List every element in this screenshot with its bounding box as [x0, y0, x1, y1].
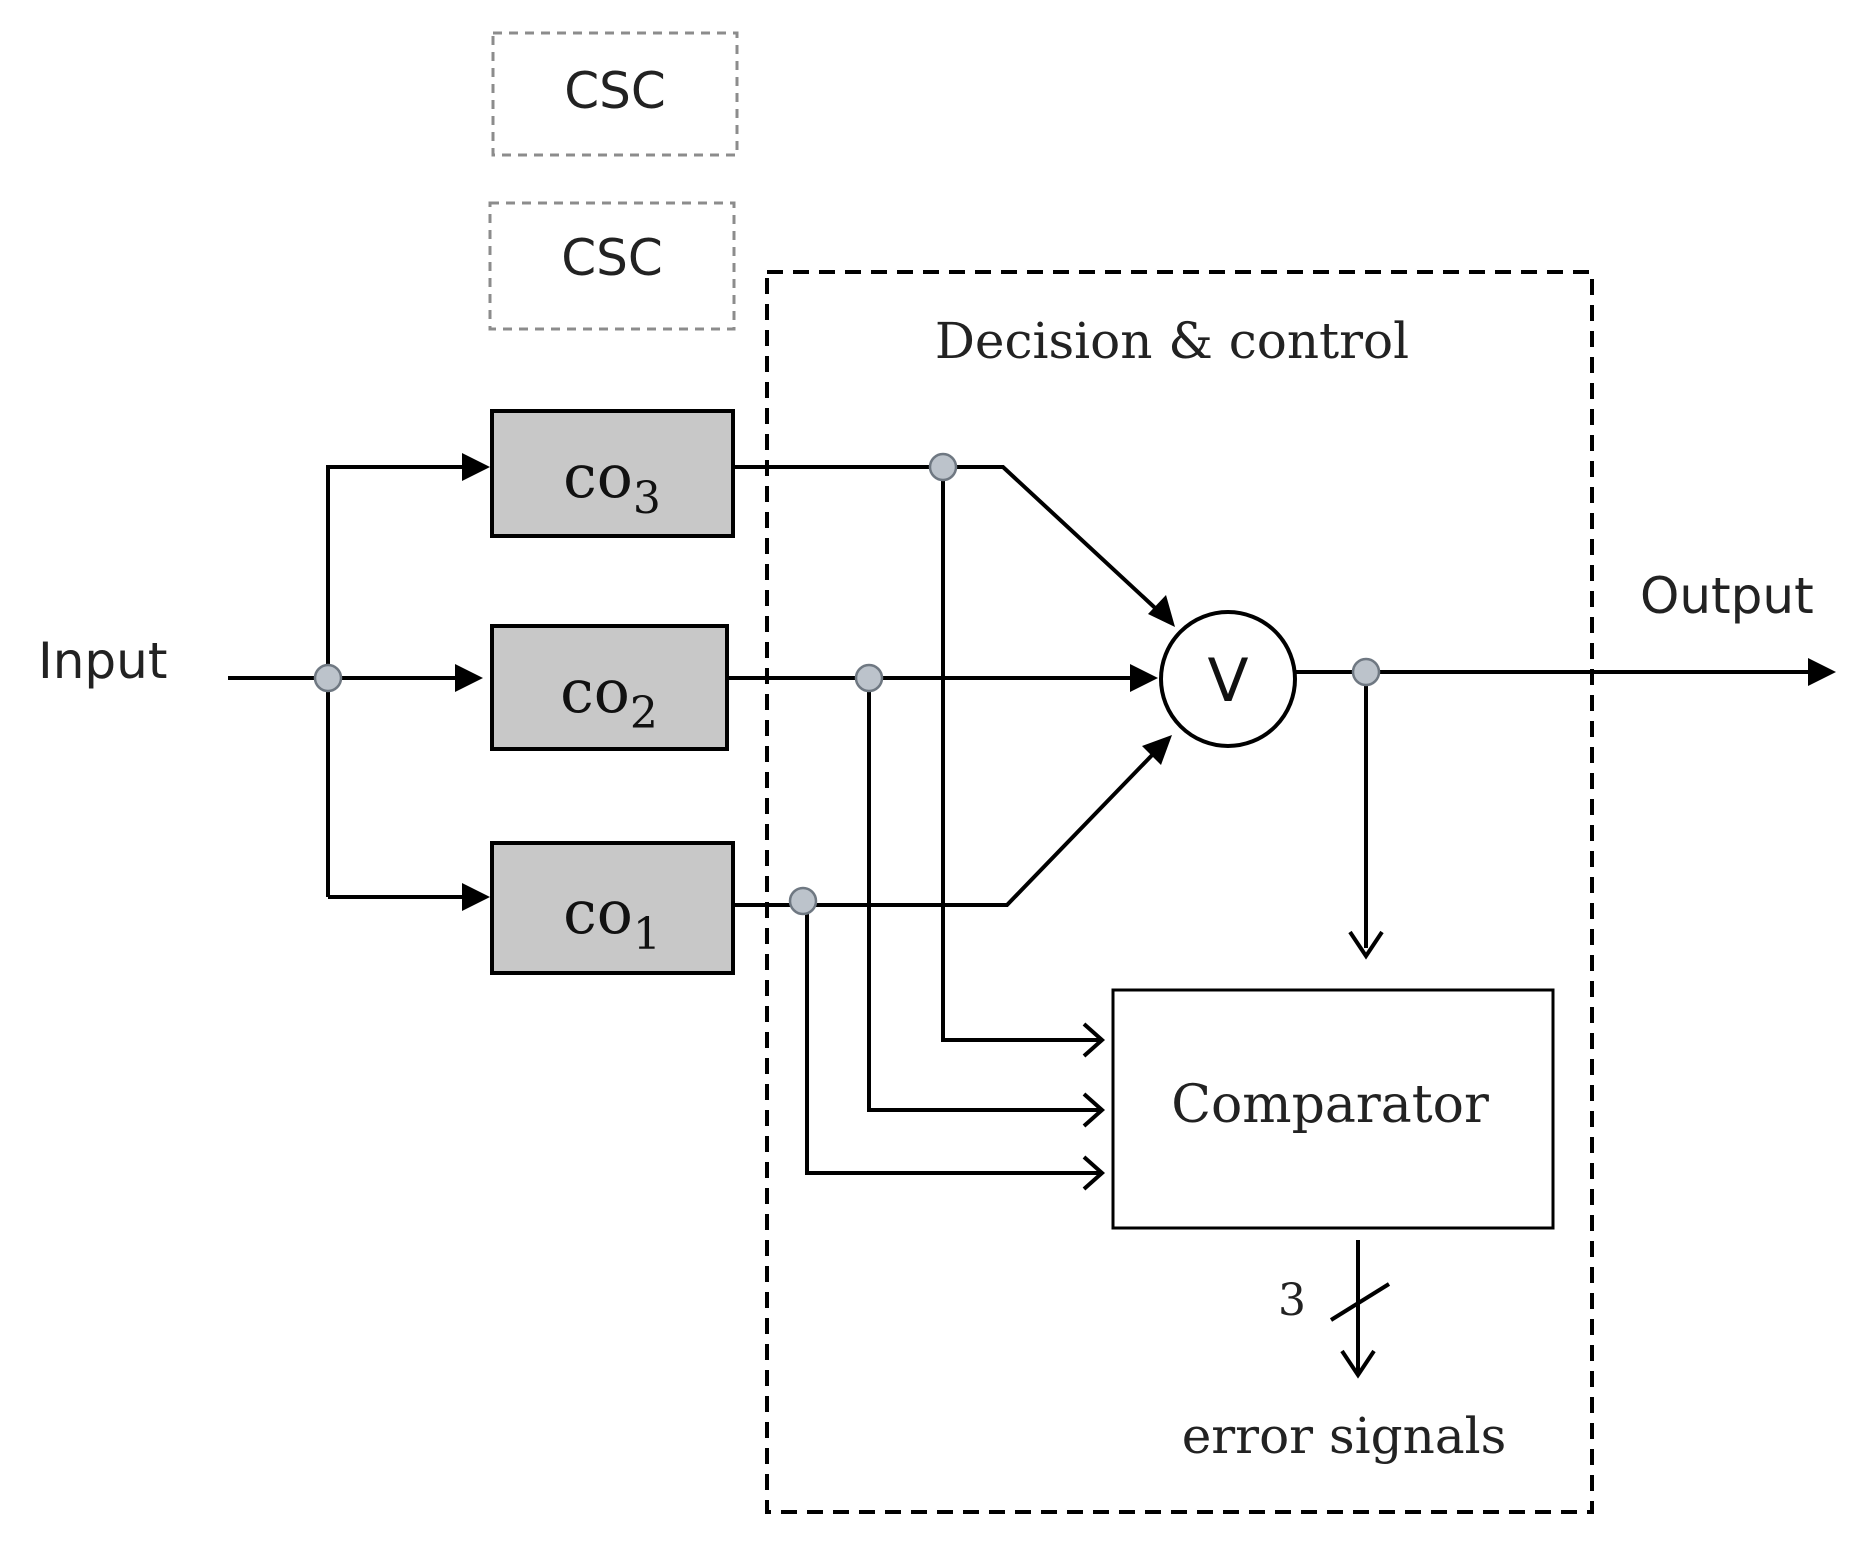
arrow-to-co2	[455, 664, 483, 692]
comparator: Comparator	[1111, 988, 1555, 1230]
arrow-co1-to-voter	[1142, 735, 1172, 765]
voter: V	[1159, 610, 1297, 748]
module-co3-sub: 3	[633, 473, 661, 524]
output-wiring	[1295, 657, 1836, 960]
comparator-label: Comparator	[1171, 1075, 1489, 1135]
arrow-to-co3	[462, 453, 490, 481]
decision-control-label: Decision & control	[935, 312, 1409, 370]
svg-text:co2: co2	[560, 657, 658, 739]
module-co1-base: co	[563, 878, 633, 948]
comparator-input-wiring	[788, 452, 1106, 1191]
module-co3-base: co	[563, 442, 633, 512]
input-wiring	[228, 453, 490, 911]
arrow-co2-to-voter	[1130, 664, 1158, 692]
co3-tap-junction	[928, 452, 958, 482]
spare-module-1: CSC	[491, 31, 739, 157]
module-co2-base: co	[560, 657, 630, 727]
input-junction	[313, 663, 343, 693]
output-junction	[1351, 657, 1381, 687]
module-co3: co3	[490, 409, 735, 538]
decision-control-region: Decision & control	[765, 270, 1594, 1514]
error-signals-label: error signals	[1182, 1407, 1507, 1465]
arrow-output	[1808, 658, 1836, 686]
bus-width-label: 3	[1278, 1275, 1306, 1326]
module-co2: co2	[490, 624, 729, 751]
voter-label: V	[1207, 646, 1248, 716]
module-co1-sub: 1	[633, 909, 661, 960]
voter-input-wiring	[727, 465, 1175, 907]
output-label: Output	[1640, 567, 1814, 625]
spare-module-1-label: CSC	[564, 62, 666, 120]
spare-module-2-label: CSC	[561, 229, 663, 287]
module-co2-sub: 2	[630, 688, 658, 739]
svg-text:co1: co1	[563, 878, 661, 960]
co1-tap-junction	[788, 886, 818, 916]
co2-tap-junction	[854, 663, 884, 693]
spare-module-2: CSC	[488, 201, 736, 331]
input-label: Input	[38, 632, 167, 690]
module-co1: co1	[490, 841, 735, 975]
arrow-co3-to-voter	[1148, 595, 1175, 627]
svg-text:co3: co3	[563, 442, 661, 524]
error-signal-bus: 3 error signals	[1182, 1240, 1507, 1465]
arrow-to-co1	[462, 883, 490, 911]
